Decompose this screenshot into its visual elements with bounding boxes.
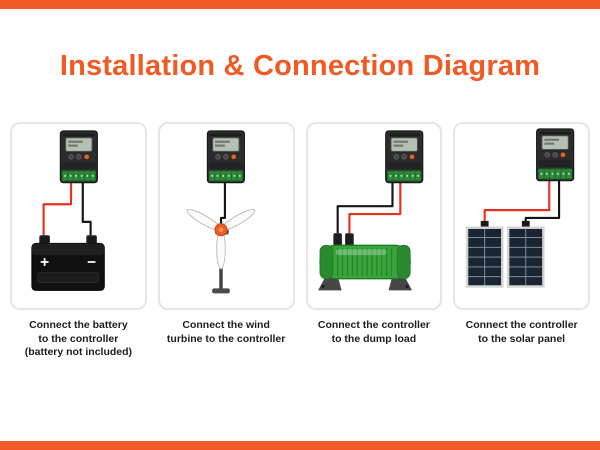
panels-row: Connect the battery to the controller (b… xyxy=(10,122,590,360)
turbine-blades xyxy=(186,208,256,270)
caption-solar-panel: Connect the controller to the solar pane… xyxy=(465,319,578,345)
panel-battery: Connect the battery to the controller (b… xyxy=(10,122,147,360)
controller-and-wind-turbine-illustration xyxy=(186,130,256,294)
controller-and-dump-load-illustration xyxy=(317,130,423,291)
black-wire xyxy=(219,173,226,233)
card-wind-turbine xyxy=(157,122,295,310)
panel-wind-turbine: Connect the wind turbine to the controll… xyxy=(157,122,295,360)
controller-and-solar-panel-illustration xyxy=(466,128,575,288)
wind-turbine-icon xyxy=(186,208,256,294)
controller-icon xyxy=(206,130,245,184)
panel-dump-load: Connect the controller to the dump load xyxy=(305,122,443,360)
controller-icon xyxy=(384,130,423,184)
red-wire xyxy=(347,173,401,243)
battery-icon xyxy=(31,235,105,291)
controller-and-battery-illustration xyxy=(31,130,105,291)
card-battery xyxy=(10,122,147,310)
page-title: Installation & Connection Diagram xyxy=(59,50,541,82)
panel-solar-panel: Connect the controller to the solar pane… xyxy=(453,122,590,360)
solar-panel-left-icon xyxy=(466,220,504,288)
black-wire xyxy=(81,173,92,247)
card-solar-panel xyxy=(453,122,590,310)
caption-dump-load: Connect the controller to the dump load xyxy=(317,319,430,345)
bottom-accent-bar xyxy=(0,441,600,450)
solar-panel-right-icon xyxy=(507,220,545,288)
card-dump-load xyxy=(305,122,443,310)
top-accent-bar xyxy=(0,0,600,9)
controller-icon xyxy=(536,128,575,182)
caption-wind-turbine: Connect the wind turbine to the controll… xyxy=(166,319,286,345)
controller-icon xyxy=(59,130,98,184)
dump-load-icon xyxy=(317,233,412,291)
red-wire xyxy=(42,173,73,247)
red-wire xyxy=(483,171,551,227)
black-wire xyxy=(336,173,394,243)
caption-battery: Connect the battery to the controller (b… xyxy=(24,319,133,359)
